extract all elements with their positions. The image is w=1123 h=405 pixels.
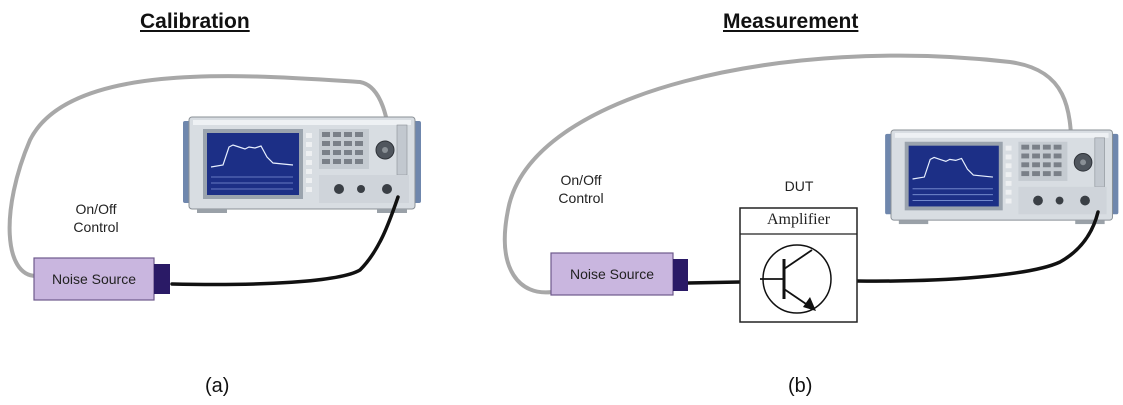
noise-source-label-a: Noise Source bbox=[51, 271, 137, 287]
rf-cable-a bbox=[170, 195, 400, 287]
control-label-a-line2: Control bbox=[73, 219, 119, 235]
caption-b: (b) bbox=[788, 375, 813, 397]
npn-transistor-icon bbox=[760, 244, 832, 314]
control-label-b: On/Off Control bbox=[551, 171, 611, 207]
amplifier-box bbox=[739, 207, 858, 323]
dut-label: DUT bbox=[784, 178, 814, 194]
panel-a-calibration bbox=[7, 74, 422, 301]
control-cable-b bbox=[502, 53, 1074, 295]
amplifier-label: Amplifier bbox=[766, 211, 831, 228]
rf-cable-b-input bbox=[686, 280, 742, 285]
noise-source-connector-b bbox=[673, 259, 688, 291]
noise-source-connector-a bbox=[154, 264, 170, 294]
control-label-b-line2: Control bbox=[558, 190, 604, 206]
rf-cable-b-output bbox=[855, 210, 1100, 283]
control-label-a: On/Off Control bbox=[66, 200, 126, 236]
caption-a: (a) bbox=[205, 375, 230, 397]
panel-b-title: Measurement bbox=[723, 10, 859, 33]
panel-a-title: Calibration bbox=[140, 10, 250, 33]
spectrum-analyzer-icon bbox=[182, 116, 422, 214]
panel-b-measurement bbox=[502, 53, 1119, 323]
control-cable-a bbox=[7, 74, 394, 278]
control-label-b-line1: On/Off bbox=[560, 172, 602, 188]
noise-source-box-b bbox=[550, 252, 674, 296]
control-label-a-line1: On/Off bbox=[75, 201, 117, 217]
spectrum-analyzer-icon bbox=[884, 129, 1119, 225]
noise-source-box-a bbox=[33, 257, 155, 301]
noise-source-label-b: Noise Source bbox=[569, 266, 655, 282]
